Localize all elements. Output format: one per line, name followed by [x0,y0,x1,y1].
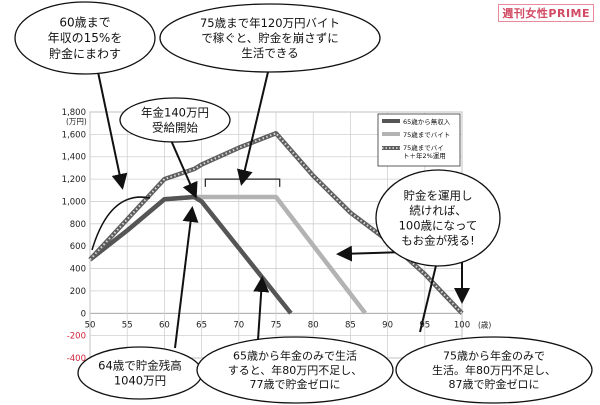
note-60-bubble [14,1,156,75]
note-nenkin-bubble [119,97,231,143]
note-87-text: 87歳で貯金ゼロに [449,377,540,391]
y-tick-label: 1,000 [62,197,86,207]
x-tick-label: 90 [382,320,393,330]
note-75-baito-text: で稼ぐと、貯金を崩さずに [201,31,339,45]
note-77-text: 77歳で貯金ゼロに [250,377,341,391]
y-tick-label: 1,600 [62,130,86,140]
x-tick-label: 85 [345,320,356,330]
y-tick-label: 800 [70,220,86,230]
y-tick-label: -400 [67,354,86,364]
note-unyou-bubble [375,169,501,267]
legend: 65歳から無収入 75歳までバイト 75歳までバイト＋年2%運用 [377,113,461,167]
note-60-text: 年収の15%を [48,31,123,45]
note-nenkin-text: 受給開始 [152,121,198,135]
note-77-bubble [196,336,394,404]
y-tick-label: -200 [67,332,86,342]
arrow-60-note [97,71,128,190]
note-77-text: すると、年80万円不足し、 [228,363,363,377]
x-tick-label: 55 [122,320,133,330]
note-unyou-text: 貯金を運用し [404,189,473,203]
x-tick-label: 70 [233,320,244,330]
x-tick-label: 100 [454,320,470,330]
y-tick-label: 1,400 [62,153,86,163]
note-64-text: 64歳で貯金残高 [98,359,182,373]
arrow-77-note [253,276,270,341]
series-line-no-income [88,194,293,315]
brand-logo: 週刊女性PRIME [498,4,594,22]
note-60-text: 60歳まで [59,16,110,30]
x-unit-label: (歳) [478,319,491,329]
arrow-baito-note [236,71,269,186]
x-tick-label: 60 [159,320,170,330]
note-unyou-text: 続ければ、 [409,204,467,218]
savings-arc [91,196,151,251]
note-87-text: 生活。年80万円不足し、 [432,363,556,377]
y-unit-label: (万円) [66,117,87,126]
legend-label: ト＋年2%運用 [403,151,446,160]
y-tick-label: 1,800 [62,108,86,118]
note-64-text: 1040万円 [114,374,166,388]
y-tick-label: 600 [70,242,86,252]
axis-ticks: -400 -200 0 200 400 600 800 1,000 1,200 1,400 1,60… [62,108,492,364]
note-87-bubble [395,336,593,404]
arrow-64-note [174,206,199,349]
arrow-nenkin-note [169,137,198,199]
note-nenkin-text: 年金140万円 [141,106,209,120]
note-77-text: 65歳から年金のみで生活 [233,349,357,363]
legend-label: 65歳から無収入 [403,117,451,126]
x-tick-label: 75 [271,320,282,330]
note-75-baito-text: 75歳まで年120万円バイト [200,16,340,30]
series-line-unyou [89,132,463,314]
legend-label: 75歳までバイト [403,130,450,139]
y-tick-label: 0 [81,309,86,319]
note-60-text: 貯金にまわす [49,46,121,61]
note-unyou-text: もお金が残る! [401,233,475,247]
x-tick-label: 95 [419,320,430,330]
legend-label: 75歳までバイ [403,143,444,152]
note-75-baito-bubble [159,3,381,73]
note-75-baito-text: 生活できる [241,46,298,60]
y-tick-label: 400 [70,265,86,275]
x-tick-label: 65 [196,320,207,330]
y-tick-label: 1,200 [62,175,86,185]
note-unyou-text: 100歳になって [399,219,478,233]
note-87-text: 75歳から年金のみで [443,349,545,363]
x-tick-label: 50 [85,320,96,330]
y-tick-label: 200 [70,287,86,297]
x-tick-label: 80 [308,320,319,330]
